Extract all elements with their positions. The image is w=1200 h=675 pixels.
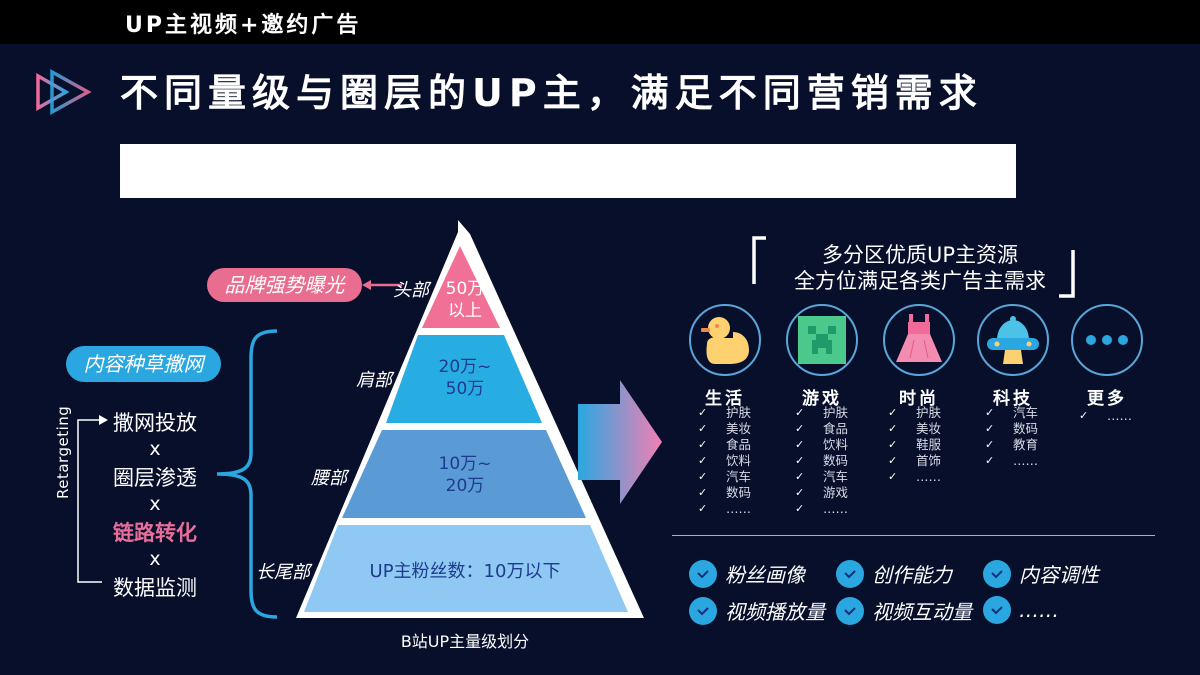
step-cast-net: 撒网投放: [113, 411, 197, 435]
tier-head-shape: [422, 246, 500, 328]
list-item: ✓数码: [985, 421, 1039, 436]
times-sign: x: [149, 548, 161, 570]
retargeting-label: Retargeting: [54, 405, 72, 499]
tier-shoulder-shape: [386, 335, 542, 423]
fashion-list: ✓护肤 ✓美妆 ✓鞋服 ✓首饰 ✓……: [888, 405, 941, 485]
up-tier-pyramid: [296, 220, 644, 618]
category-lifestyle: 生活: [689, 304, 761, 409]
category-label: 科技: [993, 389, 1033, 409]
list-item: ✓护肤: [888, 405, 942, 420]
check-circle-icon: [983, 559, 1011, 588]
tier-longtail-shape: [304, 525, 628, 612]
tier-range-head: 50万 以上: [445, 279, 485, 321]
brand-exposure-pill: 品牌强势曝光: [207, 268, 362, 302]
tier-range-shoulder: 20万~ 50万: [438, 357, 492, 399]
close-quote-bracket: [1059, 250, 1075, 298]
open-quote-bracket: [752, 236, 766, 284]
check-circle-icon: [983, 596, 1011, 624]
curly-brace: [216, 329, 278, 619]
list-item: ✓食品: [795, 421, 849, 436]
arrow-right-icon: [578, 380, 662, 504]
category-label: 更多: [1087, 389, 1127, 409]
tier-waist-shape: [342, 430, 586, 518]
tier-range-waist: 10万~ 20万: [438, 454, 492, 496]
blank-banner: [120, 144, 1016, 198]
tier-name-head: 头部: [393, 280, 429, 301]
list-item: ✓……: [985, 453, 1038, 468]
list-item: ✓游戏: [795, 485, 849, 500]
check-circle-icon: [689, 559, 717, 588]
tech-list: ✓汽车 ✓数码 ✓教育 ✓……: [985, 405, 1038, 469]
category-more: 更多: [1071, 304, 1143, 409]
list-item: ✓汽车: [795, 469, 849, 484]
category-gaming: 游戏: [786, 304, 858, 409]
list-item: ✓……: [795, 501, 848, 516]
page-title: 不同量级与圈层的UP主，满足不同营销需求: [120, 71, 983, 115]
category-label: 时尚: [899, 389, 939, 409]
list-item: ✓鞋服: [888, 437, 942, 452]
list-item: ✓汽车: [985, 405, 1039, 420]
tier-name-waist: 腰部: [311, 468, 347, 489]
list-item: ✓美妆: [888, 421, 942, 436]
duck-icon: [701, 317, 749, 364]
check-circle-icon: [836, 559, 864, 588]
category-label: 游戏: [802, 389, 842, 409]
list-item: ✓汽车: [698, 469, 752, 484]
gaming-list: ✓护肤 ✓食品 ✓饮料 ✓数码 ✓汽车 ✓游戏 ✓……: [795, 405, 848, 517]
feature-video-interactions: 视频互动量: [836, 596, 972, 625]
check-circle-icon: [689, 596, 717, 625]
step-funnel-conversion: 链路转化: [113, 521, 197, 545]
section-title: UP主视频+邀约广告: [125, 13, 362, 38]
content-seeding-pill: 内容种草撒网: [66, 346, 221, 382]
step-circle-penetration: 圈层渗透: [113, 466, 197, 490]
retargeting-loop-arrow: [77, 415, 108, 583]
pyramid-caption: B站UP主量级划分: [400, 632, 530, 651]
feature-more: ……: [983, 596, 1059, 624]
feature-creative-ability: 创作能力: [836, 559, 952, 588]
lifestyle-list: ✓护肤 ✓美妆 ✓食品 ✓饮料 ✓汽车 ✓数码 ✓……: [698, 405, 751, 517]
list-item: ✓食品: [698, 437, 752, 452]
feature-fan-profile: 粉丝画像: [689, 559, 805, 588]
category-label: 生活: [705, 389, 745, 409]
list-item: ✓……: [698, 501, 751, 516]
resource-quote: 多分区优质UP主资源 全方位满足各类广告主需求: [794, 243, 1046, 293]
list-item: ✓护肤: [795, 405, 849, 420]
list-item: ✓饮料: [698, 453, 752, 468]
list-item: ✓……: [1079, 408, 1132, 423]
list-item: ✓首饰: [888, 453, 942, 468]
tier-range-longtail: UP主粉丝数：10万以下: [369, 561, 561, 582]
list-item: ✓数码: [698, 485, 752, 500]
check-circle-icon: [836, 596, 864, 625]
tier-name-shoulder: 肩部: [356, 370, 392, 391]
list-item: ✓教育: [985, 437, 1039, 452]
tier-name-longtail: 长尾部: [256, 562, 310, 583]
step-data-monitoring: 数据监测: [113, 576, 197, 600]
times-sign: x: [149, 493, 161, 515]
list-item: ✓饮料: [795, 437, 849, 452]
list-item: ✓美妆: [698, 421, 752, 436]
category-fashion: 时尚: [883, 304, 955, 409]
section-header-bar: UP主视频+邀约广告: [0, 0, 1200, 44]
play-logo-icon: [36, 69, 92, 115]
more-list: ✓……: [1079, 408, 1132, 424]
feature-content-tone: 内容调性: [983, 559, 1099, 588]
list-item: ✓……: [888, 469, 941, 484]
times-sign: x: [149, 438, 161, 460]
dress-icon: [896, 314, 942, 362]
feature-video-views: 视频播放量: [689, 596, 825, 625]
arrow-left-icon: [362, 280, 402, 290]
more-dots-icon: [1086, 335, 1128, 345]
category-tech: 科技: [977, 304, 1049, 409]
list-item: ✓护肤: [698, 405, 752, 420]
list-item: ✓数码: [795, 453, 849, 468]
ufo-icon: [987, 316, 1039, 364]
divider: [672, 535, 1155, 536]
creeper-icon: [798, 316, 846, 364]
